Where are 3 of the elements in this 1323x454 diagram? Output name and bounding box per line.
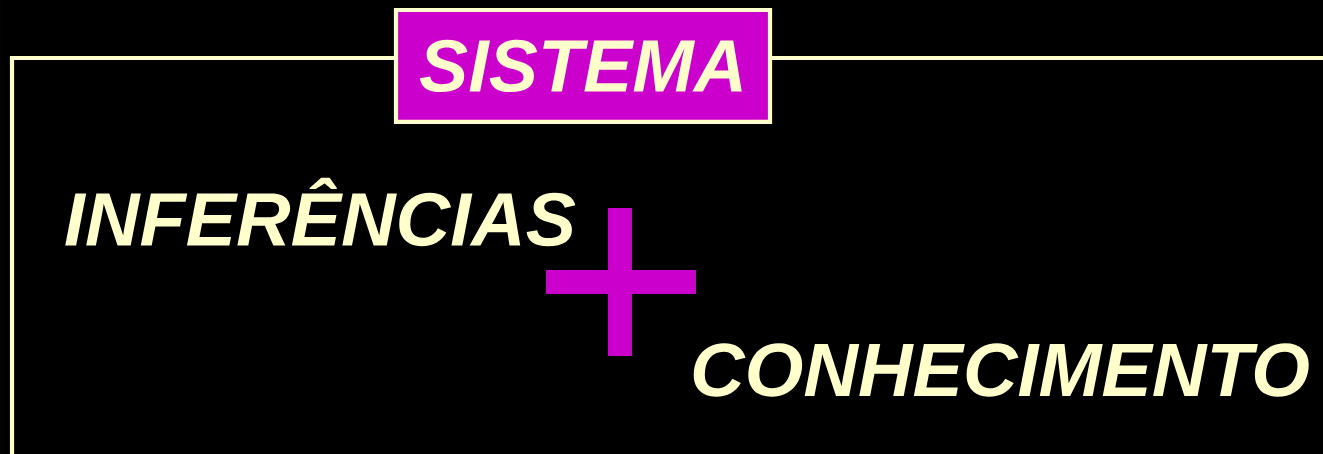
heading-text: INFERÊNCIAS [65,177,576,247]
heading-text: CONHECIMENTO [693,343,1309,397]
title-box: SISTEMA [393,7,773,125]
